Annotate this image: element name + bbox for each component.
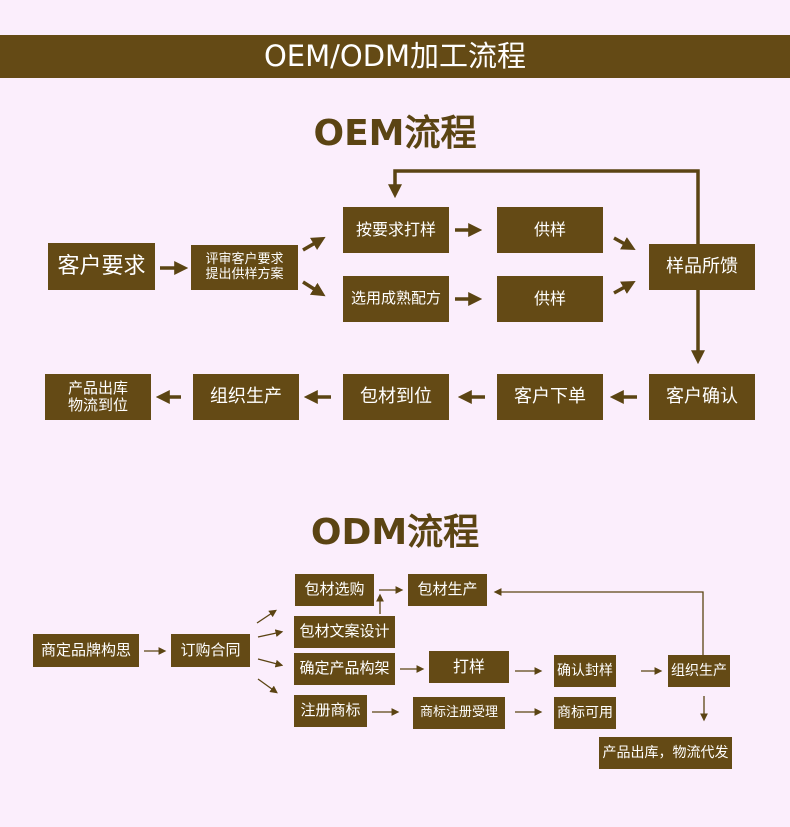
odm-node-product-structure-label: 确定产品构架 <box>299 659 390 678</box>
odm-section-title: ODM流程 <box>310 512 480 553</box>
odm-node-confirm-seal: 确认封样 <box>554 655 616 687</box>
odm-node-confirm-seal-label: 确认封样 <box>557 662 613 679</box>
oem-node-customer-order: 客户下单 <box>497 374 603 420</box>
oem-node-supply-bottom-label: 供样 <box>533 288 566 308</box>
odm-arrow-contract-to-design <box>257 629 284 638</box>
oem-arrow-supply-bottom-to-feedback <box>613 280 636 295</box>
oem-node-shipping-line1: 产品出库 <box>67 378 128 397</box>
odm-node-sign-contract: 订购合同 <box>171 634 250 667</box>
oem-node-organize-production-label: 组织生产 <box>210 385 282 407</box>
oem-node-packaging-ready-label: 包材到位 <box>360 385 432 407</box>
odm-node-brand-concept: 商定品牌构思 <box>33 634 139 667</box>
oem-node-organize-production: 组织生产 <box>193 374 299 420</box>
oem-node-sample-feedback: 样品所馈 <box>649 244 755 290</box>
odm-node-packaging-select-label: 包材选购 <box>304 580 365 599</box>
oem-node-sample-by-request: 按要求打样 <box>343 207 449 253</box>
oem-node-customer-confirm-label: 客户确认 <box>666 385 738 407</box>
odm-node-organize-production: 组织生产 <box>668 655 730 687</box>
odm-node-organize-production-label: 组织生产 <box>671 662 727 679</box>
oem-node-mature-formula-label: 选用成熟配方 <box>350 289 441 308</box>
odm-node-packaging-design-label: 包材文案设计 <box>299 622 390 641</box>
oem-node-review-line1: 评审客户要求 <box>205 251 284 267</box>
odm-node-shipping: 产品出库，物流代发 <box>599 737 732 769</box>
odm-arrow-production-to-packaging <box>493 588 704 655</box>
odm-node-sample: 打样 <box>429 651 509 683</box>
odm-arrow-contract-to-structure <box>257 658 284 668</box>
odm-node-trademark-accepted-label: 商标注册受理 <box>419 704 498 720</box>
odm-node-trademark-usable: 商标可用 <box>554 697 616 729</box>
odm-node-brand-concept-label: 商定品牌构思 <box>40 640 131 659</box>
oem-node-supply-bottom: 供样 <box>497 276 603 322</box>
banner-title: OEM/ODM加工流程 <box>0 35 790 78</box>
odm-arrow-contract-to-select <box>256 609 277 624</box>
oem-arrow-feedback-loop <box>388 169 700 244</box>
oem-node-supply-top: 供样 <box>497 207 603 253</box>
oem-node-customer-confirm: 客户确认 <box>649 374 755 420</box>
oem-node-customer-request-label: 客户要求 <box>57 253 146 279</box>
odm-node-trademark-accepted: 商标注册受理 <box>413 697 505 729</box>
odm-node-trademark-usable-label: 商标可用 <box>557 704 613 721</box>
odm-node-packaging-production: 包材生产 <box>408 574 487 606</box>
oem-node-mature-formula: 选用成熟配方 <box>343 276 449 322</box>
oem-node-packaging-ready: 包材到位 <box>343 374 449 420</box>
odm-node-packaging-select: 包材选购 <box>295 574 374 606</box>
oem-node-shipping: 产品出库 物流到位 <box>45 374 151 420</box>
oem-node-review: 评审客户要求 提出供样方案 <box>191 245 298 290</box>
oem-arrow-review-to-sample <box>302 236 326 252</box>
oem-arrow-supply-top-to-feedback <box>613 236 636 251</box>
oem-node-review-line2: 提出供样方案 <box>205 266 284 282</box>
oem-node-customer-order-label: 客户下单 <box>514 385 586 407</box>
odm-node-sign-contract-label: 订购合同 <box>180 640 241 659</box>
oem-node-sample-feedback-label: 样品所馈 <box>666 255 738 277</box>
oem-node-sample-by-request-label: 按要求打样 <box>355 219 436 239</box>
oem-node-customer-request: 客户要求 <box>48 243 155 290</box>
odm-node-packaging-production-label: 包材生产 <box>417 580 478 599</box>
oem-section-title: OEM流程 <box>313 113 477 154</box>
odm-node-product-structure: 确定产品构架 <box>294 653 395 685</box>
odm-arrow-contract-to-trademark <box>257 678 278 694</box>
odm-node-trademark-register-label: 注册商标 <box>300 701 361 720</box>
odm-node-packaging-design: 包材文案设计 <box>294 616 395 648</box>
odm-node-shipping-label: 产品出库，物流代发 <box>602 744 729 761</box>
oem-node-shipping-line2: 物流到位 <box>67 396 128 414</box>
odm-node-trademark-register: 注册商标 <box>294 695 367 727</box>
oem-node-supply-top-label: 供样 <box>533 219 566 239</box>
oem-arrow-review-to-formula <box>302 280 326 297</box>
odm-node-sample-label: 打样 <box>452 656 485 676</box>
